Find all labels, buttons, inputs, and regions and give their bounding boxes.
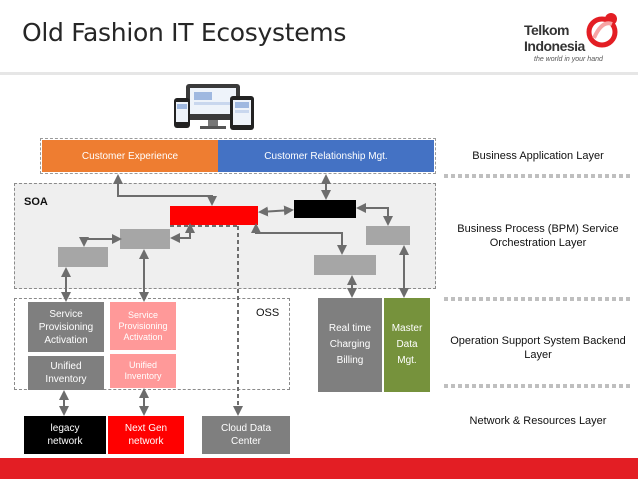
customer-experience-box[interactable]: Customer Experience — [42, 140, 218, 172]
telkom-logo: Telkom Indonesia the world in your hand — [520, 10, 632, 68]
layer-network: Network & Resources Layer — [469, 415, 607, 427]
connector-red-gray1 — [170, 223, 195, 243]
unified-inventory-box[interactable]: Unified Inventory — [28, 356, 104, 390]
connector-cx-red — [113, 174, 217, 206]
oss-label: OSS — [256, 307, 280, 319]
billing-box[interactable]: Real time Charging Billing — [318, 298, 382, 392]
layer-bpm: Business Process (BPM) Service Orchestra… — [457, 223, 619, 249]
soa-gray-service-4[interactable] — [314, 255, 376, 275]
logo-line1: Telkom — [524, 22, 569, 38]
soa-gray-service-3[interactable] — [366, 226, 410, 245]
layer-divider-1 — [444, 174, 630, 178]
soa-gray-service-1[interactable] — [120, 229, 170, 249]
layer-business-app: Business Application Layer — [472, 150, 604, 162]
next-gen-network-box[interactable]: Next Gen network — [108, 416, 184, 454]
footer-brand-bar — [0, 458, 638, 479]
service-provisioning-box[interactable]: Service Provisioning Activation — [28, 302, 104, 352]
crm-box[interactable]: Customer Relationship Mgt. — [218, 140, 434, 172]
business-app-frame — [40, 138, 436, 174]
cloud-data-center-box[interactable]: Cloud Data Center — [202, 416, 290, 454]
connector-gray1-gray2 — [79, 234, 122, 247]
master-data-box[interactable]: Master Data Mgt. — [384, 298, 430, 392]
connector-red-black — [258, 205, 294, 217]
soa-red-service[interactable] — [170, 206, 258, 225]
multi-device-icon — [174, 84, 254, 130]
layer-oss: Operation Support System Backend Layer — [450, 335, 626, 361]
connector-black-gray3 — [356, 203, 393, 226]
connector-red-gray4 — [251, 223, 347, 255]
soa-gray-service-2[interactable] — [58, 247, 108, 267]
service-provisioning-faded-box[interactable]: Service Provisioning Activation — [110, 302, 176, 350]
soa-black-service[interactable] — [294, 200, 356, 218]
unified-inventory-faded-box[interactable]: Unified Inventory — [110, 354, 176, 388]
layer-divider-3 — [444, 384, 630, 388]
soa-label: SOA — [24, 196, 48, 208]
page-title: Old Fashion IT Ecosystems — [22, 18, 347, 47]
oss-frame — [14, 298, 290, 390]
legacy-network-box[interactable]: legacy network — [24, 416, 106, 454]
layer-divider-2 — [444, 297, 630, 301]
logo-tagline: the world in your hand — [534, 56, 603, 63]
header-divider — [0, 72, 638, 75]
logo-line2: Indonesia — [524, 38, 585, 54]
telkom-logo-icon — [586, 13, 618, 48]
